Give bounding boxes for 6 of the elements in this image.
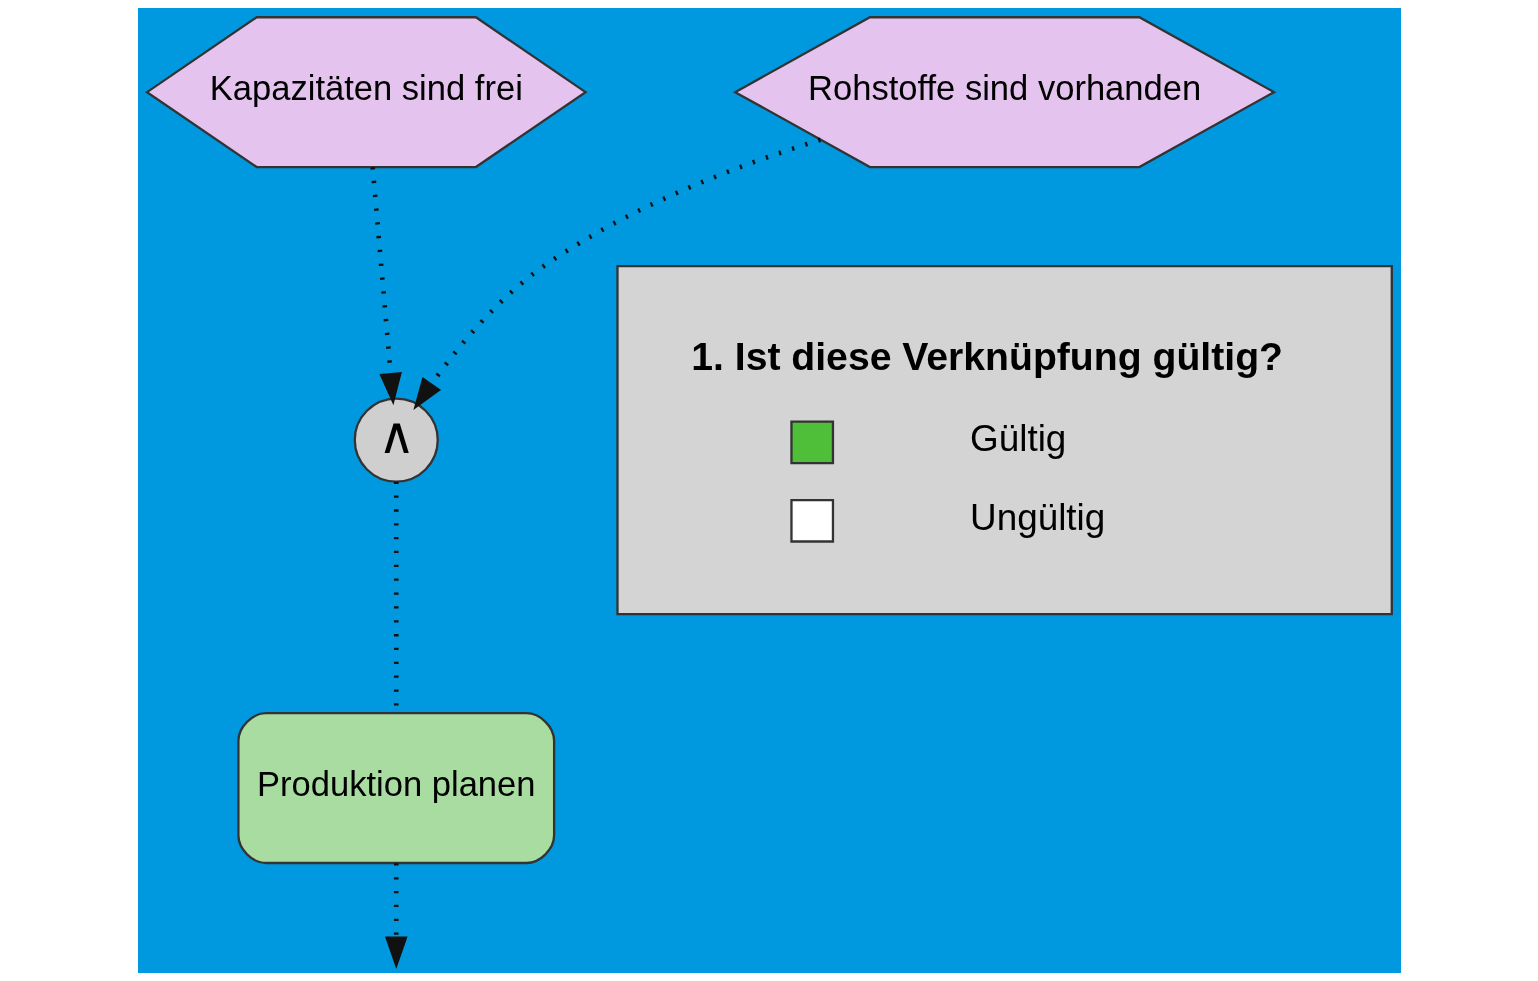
node-circle: ∧ — [353, 397, 439, 483]
node-box: 1. Ist diese Verknüpfung gültig? Gültig Ungültig — [615, 265, 1393, 616]
arrow — [369, 167, 402, 406]
arrow — [412, 137, 821, 411]
arrow — [384, 863, 408, 969]
node-box: Produktion planen — [236, 712, 555, 865]
